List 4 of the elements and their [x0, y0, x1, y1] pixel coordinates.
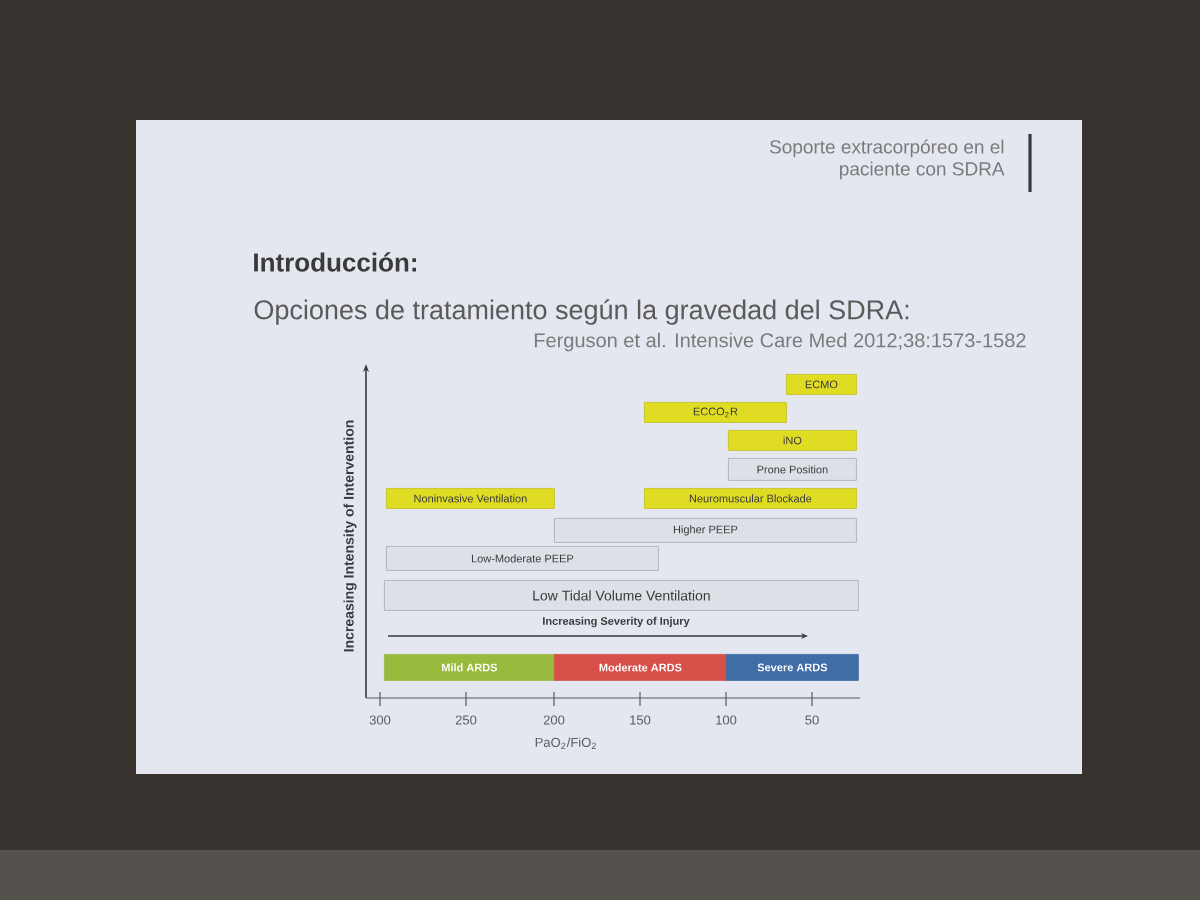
citation: Ferguson et al. Intensive Care Med 2012;38:1573-1582 — [534, 332, 1026, 352]
subtitle: Opciones de tratamiento según la gravedad del SDRA: — [254, 299, 909, 325]
slide-title: Introducción: — [254, 252, 416, 272]
header-text: Soporte extracorpóreo en el paciente con SDRA — [769, 139, 1005, 180]
